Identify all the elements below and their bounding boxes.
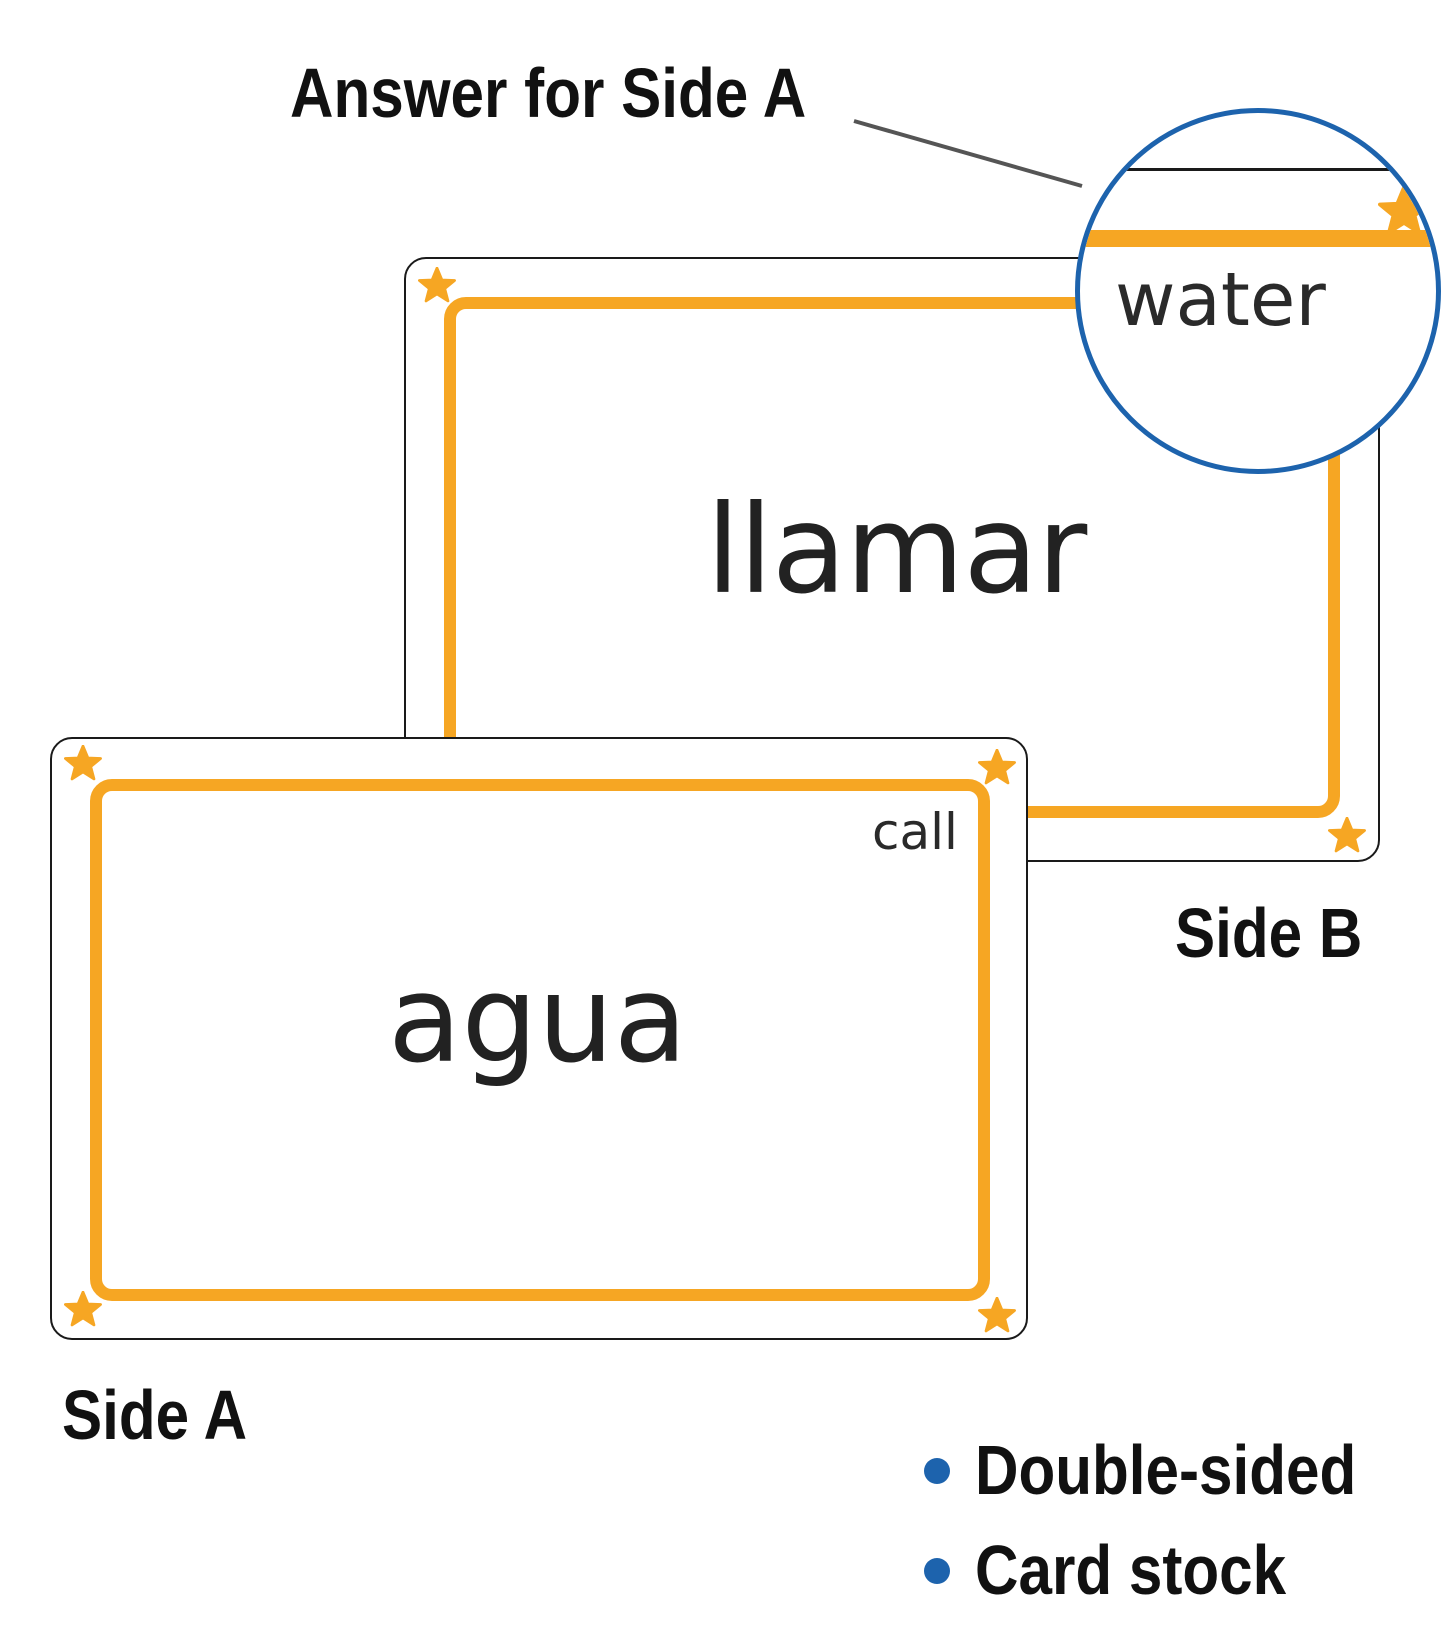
card-side-a-word: agua (388, 951, 688, 1090)
star-icon (64, 745, 102, 783)
magnified-card-edge (1080, 168, 1436, 171)
card-side-a-frame (90, 779, 990, 1301)
side-b-label: Side B (1175, 894, 1363, 972)
star-icon (978, 749, 1016, 787)
magnified-card-frame (1080, 230, 1436, 469)
side-a-label: Side A (62, 1376, 248, 1454)
bullet-icon (924, 1458, 950, 1484)
star-icon (64, 1291, 102, 1329)
star-icon (418, 267, 456, 305)
star-icon (1328, 817, 1366, 855)
answer-callout-label: Answer for Side A (290, 54, 807, 132)
card-side-b-word: llamar (706, 479, 1087, 621)
feature-item: Card stock (975, 1531, 1287, 1609)
star-icon (978, 1297, 1016, 1335)
card-side-a-answer: call (872, 803, 958, 861)
magnified-answer-word: water (1115, 257, 1326, 343)
card-side-a: call agua (50, 737, 1028, 1340)
magnifier-circle: water (1075, 108, 1441, 474)
feature-item: Double-sided (975, 1431, 1357, 1509)
bullet-icon (924, 1558, 950, 1584)
star-icon (1378, 186, 1430, 238)
